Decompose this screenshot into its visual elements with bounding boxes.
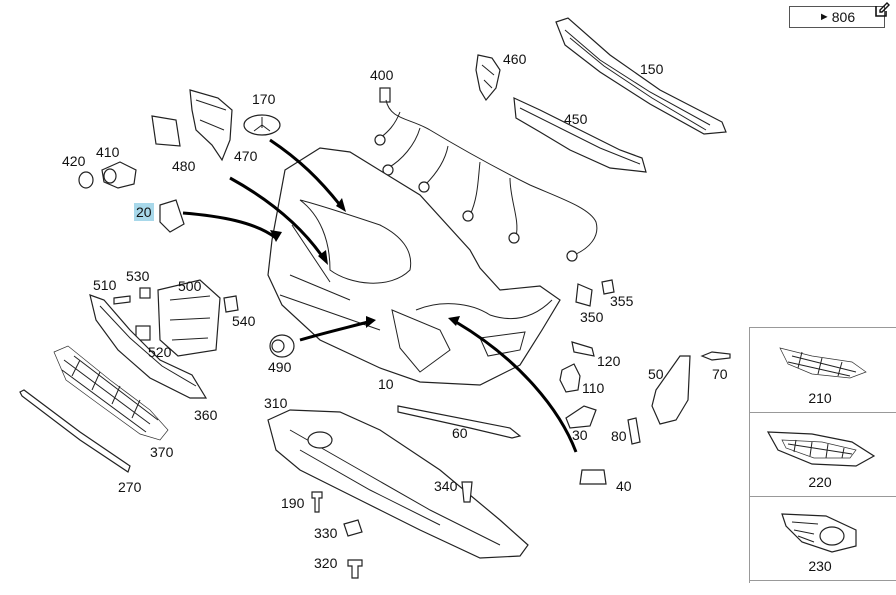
callout-20[interactable]: 20 xyxy=(136,204,152,220)
part-30-cover[interactable] xyxy=(565,405,597,429)
callout-320[interactable]: 320 xyxy=(314,555,338,571)
part-500-plate-bracket[interactable] xyxy=(157,279,221,357)
callout-520[interactable]: 520 xyxy=(148,344,172,360)
callout-530[interactable]: 530 xyxy=(126,268,150,284)
part-20-cover-cap[interactable] xyxy=(159,199,185,233)
callout-370[interactable]: 370 xyxy=(150,444,174,460)
callout-60[interactable]: 60 xyxy=(452,425,468,441)
part-110-clip[interactable] xyxy=(559,363,581,393)
part-470-bracket[interactable] xyxy=(189,89,233,162)
part-400-wiring-harness[interactable] xyxy=(374,87,598,262)
part-460-bracket[interactable] xyxy=(475,54,501,102)
part-340-bolt[interactable] xyxy=(461,481,473,503)
callout-20-highlight xyxy=(134,203,154,221)
callout-490[interactable]: 490 xyxy=(268,359,292,375)
part-230-fog-lamp-bezel xyxy=(781,513,857,553)
part-310-underbody-panel[interactable] xyxy=(267,409,529,559)
part-320-screw[interactable] xyxy=(347,559,363,579)
reference-link-box[interactable]: ► 806 xyxy=(789,6,885,28)
callout-540[interactable]: 540 xyxy=(232,313,256,329)
callout-150[interactable]: 150 xyxy=(640,61,664,77)
variant-230-label: 230 xyxy=(808,558,832,574)
callout-330[interactable]: 330 xyxy=(314,525,338,541)
reference-arrow-icon: ► xyxy=(818,11,830,23)
callout-400[interactable]: 400 xyxy=(370,67,394,83)
variant-210[interactable]: 210 xyxy=(750,328,896,413)
part-360-grille-frame[interactable] xyxy=(89,294,208,399)
part-120-clip[interactable] xyxy=(571,341,595,357)
callout-360[interactable]: 360 xyxy=(194,407,218,423)
part-270-trim-strip[interactable] xyxy=(19,389,131,473)
callout-450[interactable]: 450 xyxy=(564,111,588,127)
callout-40[interactable]: 40 xyxy=(616,478,632,494)
callout-500[interactable]: 500 xyxy=(178,278,202,294)
callout-510[interactable]: 510 xyxy=(93,277,117,293)
part-50-bracket[interactable] xyxy=(651,355,691,425)
callout-labels: 20 10 30 40 50 60 70 80 110 120 150 170 … xyxy=(62,51,728,571)
callout-110[interactable]: 110 xyxy=(582,380,605,396)
part-370-mesh-grille[interactable] xyxy=(53,345,169,441)
callout-355[interactable]: 355 xyxy=(610,293,634,309)
callout-80[interactable]: 80 xyxy=(611,428,627,444)
part-60-seal-strip[interactable] xyxy=(397,405,522,439)
callout-350[interactable]: 350 xyxy=(580,309,604,325)
variant-230[interactable]: 230 xyxy=(750,496,896,581)
part-80-screw[interactable] xyxy=(627,417,641,445)
callout-190[interactable]: 190 xyxy=(281,495,305,511)
callout-30[interactable]: 30 xyxy=(572,427,588,443)
part-540-nut[interactable] xyxy=(223,295,239,313)
part-150-upper-grille-strip[interactable] xyxy=(555,17,727,135)
part-170-emblem[interactable] xyxy=(243,114,281,136)
callout-170[interactable]: 170 xyxy=(252,91,276,107)
callout-120[interactable]: 120 xyxy=(597,353,621,369)
part-450-lower-strip[interactable] xyxy=(513,97,647,173)
variant-220-label: 220 xyxy=(808,474,832,490)
part-190-bolt[interactable] xyxy=(311,491,323,513)
callout-410[interactable]: 410 xyxy=(96,144,120,160)
part-520-clip[interactable] xyxy=(135,325,151,341)
edit-icon[interactable] xyxy=(874,2,890,18)
part-210-grille-insert xyxy=(779,347,867,379)
callout-470[interactable]: 470 xyxy=(234,148,258,164)
pointer-arrows xyxy=(182,138,578,453)
part-490-sensor[interactable] xyxy=(269,334,295,358)
part-355-clip[interactable] xyxy=(601,279,615,295)
part-480-module[interactable] xyxy=(151,115,181,147)
callout-10[interactable]: 10 xyxy=(378,376,394,392)
part-530-clip[interactable] xyxy=(139,287,151,299)
callout-480[interactable]: 480 xyxy=(172,158,196,174)
variant-parts-panel: 210 220 230 xyxy=(749,327,896,583)
variant-220[interactable]: 220 xyxy=(750,412,896,497)
part-510-screw[interactable] xyxy=(113,295,131,305)
callout-420[interactable]: 420 xyxy=(62,153,86,169)
callout-310[interactable]: 310 xyxy=(264,395,288,411)
part-350-bracket[interactable] xyxy=(575,283,593,307)
part-410-sensor[interactable] xyxy=(101,161,137,189)
part-70-bolt[interactable] xyxy=(700,351,731,361)
reference-label: 806 xyxy=(831,9,856,25)
part-40-bracket[interactable] xyxy=(579,469,607,485)
part-220-grille-frame xyxy=(766,431,876,467)
callout-340[interactable]: 340 xyxy=(434,478,458,494)
part-420-ring[interactable] xyxy=(78,171,94,189)
part-10-front-bumper[interactable] xyxy=(267,147,561,386)
part-330-clip[interactable] xyxy=(343,519,363,537)
callout-70[interactable]: 70 xyxy=(712,366,728,382)
callout-460[interactable]: 460 xyxy=(503,51,527,67)
callout-50[interactable]: 50 xyxy=(648,366,664,382)
callout-270[interactable]: 270 xyxy=(118,479,142,495)
variant-210-label: 210 xyxy=(808,390,832,406)
